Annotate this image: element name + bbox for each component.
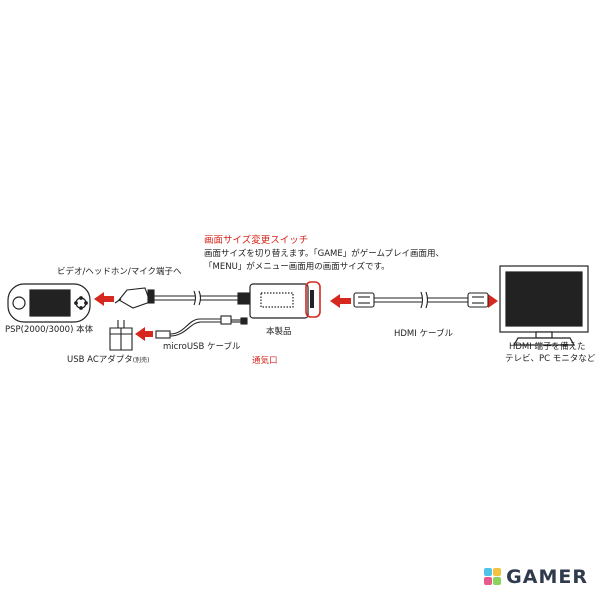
tv-label-line-2: テレビ、PC モニタなど (505, 354, 596, 364)
av-port-label: ビデオ/ヘッドホン/マイク端子へ (57, 267, 182, 277)
gamer-logo-icon (484, 568, 501, 585)
switch-description-line-1: 画面サイズを切り替えます。「GAME」がゲームプレイ画面用、 (204, 249, 444, 259)
hdmi-plug-tv-icon (467, 292, 489, 308)
tv-label-line-1: HDMI 端子を備えた (509, 342, 586, 352)
vent-label: 通気口 (252, 356, 278, 366)
av-plug-icon (114, 287, 155, 309)
usb-ac-adapter-icon (109, 320, 133, 351)
gamer-watermark: GAMER (506, 566, 588, 588)
arrow-to-product-icon (330, 294, 351, 308)
microusb-cable-icon (155, 315, 248, 339)
av-cable-icon (154, 290, 251, 306)
usb-adapter-note: (別売) (132, 357, 150, 364)
watermark-text: GAMER (506, 566, 588, 588)
product-label: 本製品 (266, 327, 292, 337)
arrow-to-psp-icon (94, 292, 114, 306)
tv-monitor-icon (499, 265, 589, 346)
switch-description-line-2: 「MENU」がメニュー画面用の画面サイズです。 (204, 262, 390, 272)
switch-title: 画面サイズ変更スイッチ (204, 235, 309, 246)
screen-size-switch-highlight[interactable] (305, 281, 321, 318)
hdmi-cable-label: HDMI ケーブル (394, 329, 453, 339)
psp-label: PSP(2000/3000) 本体 (5, 325, 94, 335)
microusb-cable-label: microUSB ケーブル (163, 342, 241, 352)
usb-adapter-label: USB ACアダプタ(別売) (67, 356, 149, 365)
hdmi-plug-product-icon (353, 292, 375, 308)
arrow-to-adapter-icon (135, 327, 153, 341)
hdmi-cable-icon (374, 291, 468, 309)
usb-adapter-name: USB ACアダプタ (67, 355, 133, 365)
product-box-icon (249, 283, 309, 319)
psp-console-icon (7, 283, 91, 323)
screen-size-switch[interactable] (310, 290, 314, 308)
